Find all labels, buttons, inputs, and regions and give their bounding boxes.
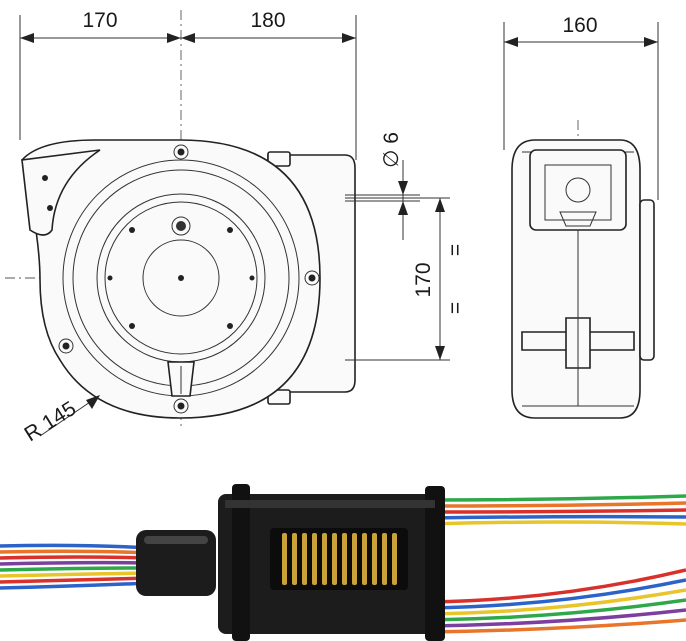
left-wires — [0, 543, 151, 590]
dim-right-width: 180 — [250, 9, 285, 32]
width-dimension-lines — [19, 15, 357, 160]
mount-height-dimension — [345, 197, 450, 361]
brush-contacts — [282, 533, 397, 585]
dim-radius: R 145 — [20, 397, 80, 446]
housing-screws — [58, 144, 320, 414]
dim-pipe-diameter: ∅ 6 — [380, 132, 403, 168]
dim-left-width: 170 — [82, 9, 117, 32]
equal-mark-top: = — [444, 244, 467, 256]
hose-outlet — [21, 149, 101, 236]
side-view: 160 — [503, 14, 659, 420]
brush-window — [270, 528, 408, 590]
reel-housing — [21, 139, 321, 419]
right-lower-wires — [429, 568, 686, 634]
equal-mark-bottom: = — [444, 302, 467, 314]
dim-mount-height: 170 — [412, 262, 435, 297]
drum-bolts — [107, 227, 255, 329]
front-view: 170 180 — [5, 9, 467, 446]
pipe-dimension — [345, 160, 420, 240]
right-upper-wires — [429, 494, 686, 526]
dim-side-width: 160 — [562, 14, 597, 37]
rotor-shaft — [136, 530, 216, 596]
slip-ring-photo — [0, 484, 686, 641]
side-bracket — [639, 199, 655, 361]
